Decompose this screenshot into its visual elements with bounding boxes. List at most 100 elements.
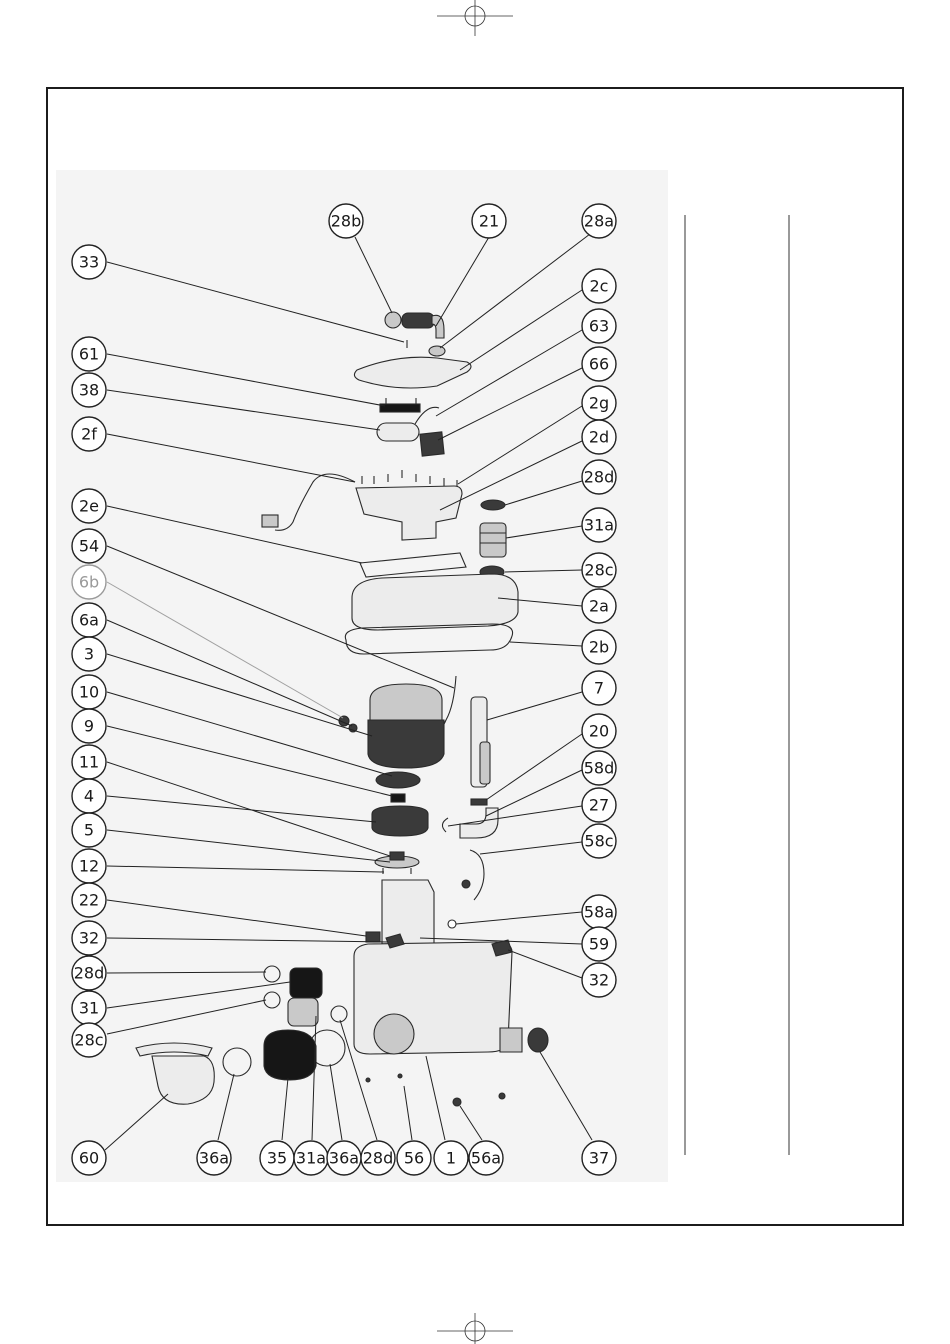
part-31-connector <box>290 968 322 998</box>
callout-label: 59 <box>589 935 609 954</box>
callout-label: 21 <box>479 212 499 231</box>
part-drawings <box>136 312 548 1106</box>
callout-label: 63 <box>589 317 609 336</box>
callout-label: 37 <box>589 1149 609 1168</box>
part-20 <box>471 799 487 805</box>
callout-label: 5 <box>84 821 94 840</box>
callout-label: 22 <box>79 891 99 910</box>
part-35-sleeve <box>264 1030 316 1080</box>
callout-label: 31a <box>296 1149 326 1168</box>
part-9 <box>391 794 405 802</box>
part-21-elbow-hose <box>402 313 444 338</box>
callout-label: 2b <box>589 638 609 657</box>
part-36a-band-left <box>223 1048 251 1076</box>
callout-label: 1 <box>446 1149 456 1168</box>
callout-4: 4 <box>72 779 106 813</box>
callout-56a: 56a <box>469 1141 503 1175</box>
part-56a-screw <box>453 1098 461 1106</box>
callout-label: 6b <box>79 573 99 592</box>
callout-36a: 36a <box>197 1141 231 1175</box>
part-27-clip <box>442 818 448 832</box>
callout-label: 36a <box>329 1149 359 1168</box>
callout-label: 31 <box>79 999 99 1018</box>
callout-2f: 2f <box>72 417 106 451</box>
callout-66: 66 <box>582 347 616 381</box>
callout-7: 7 <box>582 671 616 705</box>
part-58c-hose <box>470 850 484 900</box>
callout-label: 11 <box>79 753 99 772</box>
callout-28a: 28a <box>582 204 616 238</box>
part-4-pump-body <box>372 806 428 836</box>
callout-31a: 31a <box>294 1141 328 1175</box>
callout-1: 1 <box>434 1141 468 1175</box>
parts-table <box>685 215 789 1155</box>
part-58c-cap <box>462 880 470 888</box>
callout-label: 4 <box>84 787 94 806</box>
callout-58a: 58a <box>582 895 616 929</box>
callout-22: 22 <box>72 883 106 917</box>
callout-6a: 6a <box>72 603 106 637</box>
part-56-screw <box>366 1078 370 1082</box>
callout-58c: 58c <box>582 824 616 858</box>
part-61-bracket <box>380 398 420 412</box>
part-56-screw-2 <box>398 1074 402 1078</box>
part-10-impeller <box>376 772 420 788</box>
callout-6b: 6b <box>72 565 106 599</box>
part-28d-clip-lower <box>331 1006 347 1022</box>
callout-label: 28d <box>584 468 615 487</box>
callout-56: 56 <box>397 1141 431 1175</box>
part-28d-clip-left <box>264 966 280 982</box>
callout-28c: 28c <box>582 553 616 587</box>
part-28c-clip-left <box>264 992 280 1008</box>
callout-label: 61 <box>79 345 99 364</box>
callout-label: 27 <box>589 796 609 815</box>
callout-63: 63 <box>582 309 616 343</box>
callout-37: 37 <box>582 1141 616 1175</box>
callout-label: 32 <box>589 971 609 990</box>
callout-27: 27 <box>582 788 616 822</box>
callout-label: 28d <box>363 1149 394 1168</box>
callout-label: 28c <box>74 1031 103 1050</box>
part-2c-lid <box>354 357 471 388</box>
part-1-tank <box>354 880 512 1054</box>
callout-28b: 28b <box>329 204 363 238</box>
part-58a <box>448 920 456 928</box>
callout-12: 12 <box>72 849 106 883</box>
callout-label: 7 <box>594 679 604 698</box>
callout-label: 2e <box>79 497 99 516</box>
callout-label: 6a <box>79 611 99 630</box>
callout-3: 3 <box>72 637 106 671</box>
callout-label: 54 <box>79 537 99 556</box>
callout-59: 59 <box>582 927 616 961</box>
callout-2c: 2c <box>582 269 616 303</box>
callout-label: 66 <box>589 355 609 374</box>
part-2g-screws <box>362 470 457 488</box>
callout-2b: 2b <box>582 630 616 664</box>
part-28b-clip <box>385 312 401 328</box>
part-28d-clip-upper <box>481 500 505 510</box>
callout-label: 2f <box>81 425 97 444</box>
part-60-elbow <box>136 1043 214 1104</box>
callout-28d: 28d <box>72 956 106 990</box>
callout-label: 28d <box>74 964 105 983</box>
callout-2d: 2d <box>582 420 616 454</box>
callout-label: 58c <box>584 832 613 851</box>
callout-31: 31 <box>72 991 106 1025</box>
callout-10: 10 <box>72 675 106 709</box>
callout-label: 58d <box>584 759 615 778</box>
part-2d-upper-housing <box>356 486 462 540</box>
callout-9: 9 <box>72 709 106 743</box>
callout-label: 2d <box>589 428 609 447</box>
part-11 <box>390 852 404 860</box>
callout-label: 36a <box>199 1149 229 1168</box>
callout-5: 5 <box>72 813 106 847</box>
callout-32: 32 <box>72 921 106 955</box>
callout-61: 61 <box>72 337 106 371</box>
callout-label: 33 <box>79 253 99 272</box>
callout-11: 11 <box>72 745 106 779</box>
part-28a-clip <box>429 346 445 356</box>
callout-label: 12 <box>79 857 99 876</box>
callout-58d: 58d <box>582 751 616 785</box>
